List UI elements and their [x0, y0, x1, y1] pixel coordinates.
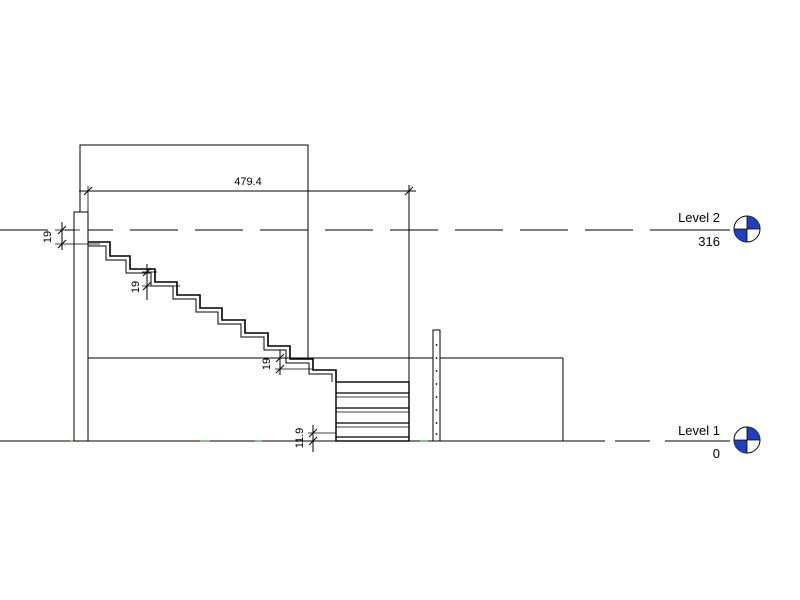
dimension-top-riser-value: 19	[42, 231, 54, 243]
dimension-landing-riser[interactable]: 19	[261, 350, 312, 375]
level-1-name: Level 1	[678, 423, 720, 438]
right-post[interactable]	[432, 329, 441, 442]
left-column[interactable]	[73, 211, 89, 442]
dimension-stair-riser-value: 19	[130, 281, 142, 293]
level-1-elevation: 0	[713, 446, 720, 461]
dimension-horizontal-value: 479.4	[234, 176, 262, 188]
dimension-bottom-step[interactable]: 11.9	[294, 425, 336, 452]
level-head-icon[interactable]	[733, 215, 761, 243]
upper-frame[interactable]	[79, 144, 309, 359]
dimension-stair-riser[interactable]: 19	[130, 264, 180, 300]
dimension-landing-riser-value: 19	[261, 358, 273, 370]
level-1[interactable]: Level 1 0	[0, 423, 761, 461]
lower-steps[interactable]	[335, 381, 410, 442]
level-2-elevation: 316	[698, 234, 720, 249]
stair-profile[interactable]	[88, 241, 337, 382]
level-2[interactable]: Level 2 316	[0, 210, 761, 249]
level-head-icon[interactable]	[733, 426, 761, 454]
level-2-name: Level 2	[678, 210, 720, 225]
dimension-bottom-step-value: 11.9	[294, 428, 306, 449]
dimension-horizontal[interactable]: 479.4	[79, 176, 416, 212]
dimension-top-riser[interactable]: 19	[42, 222, 100, 250]
